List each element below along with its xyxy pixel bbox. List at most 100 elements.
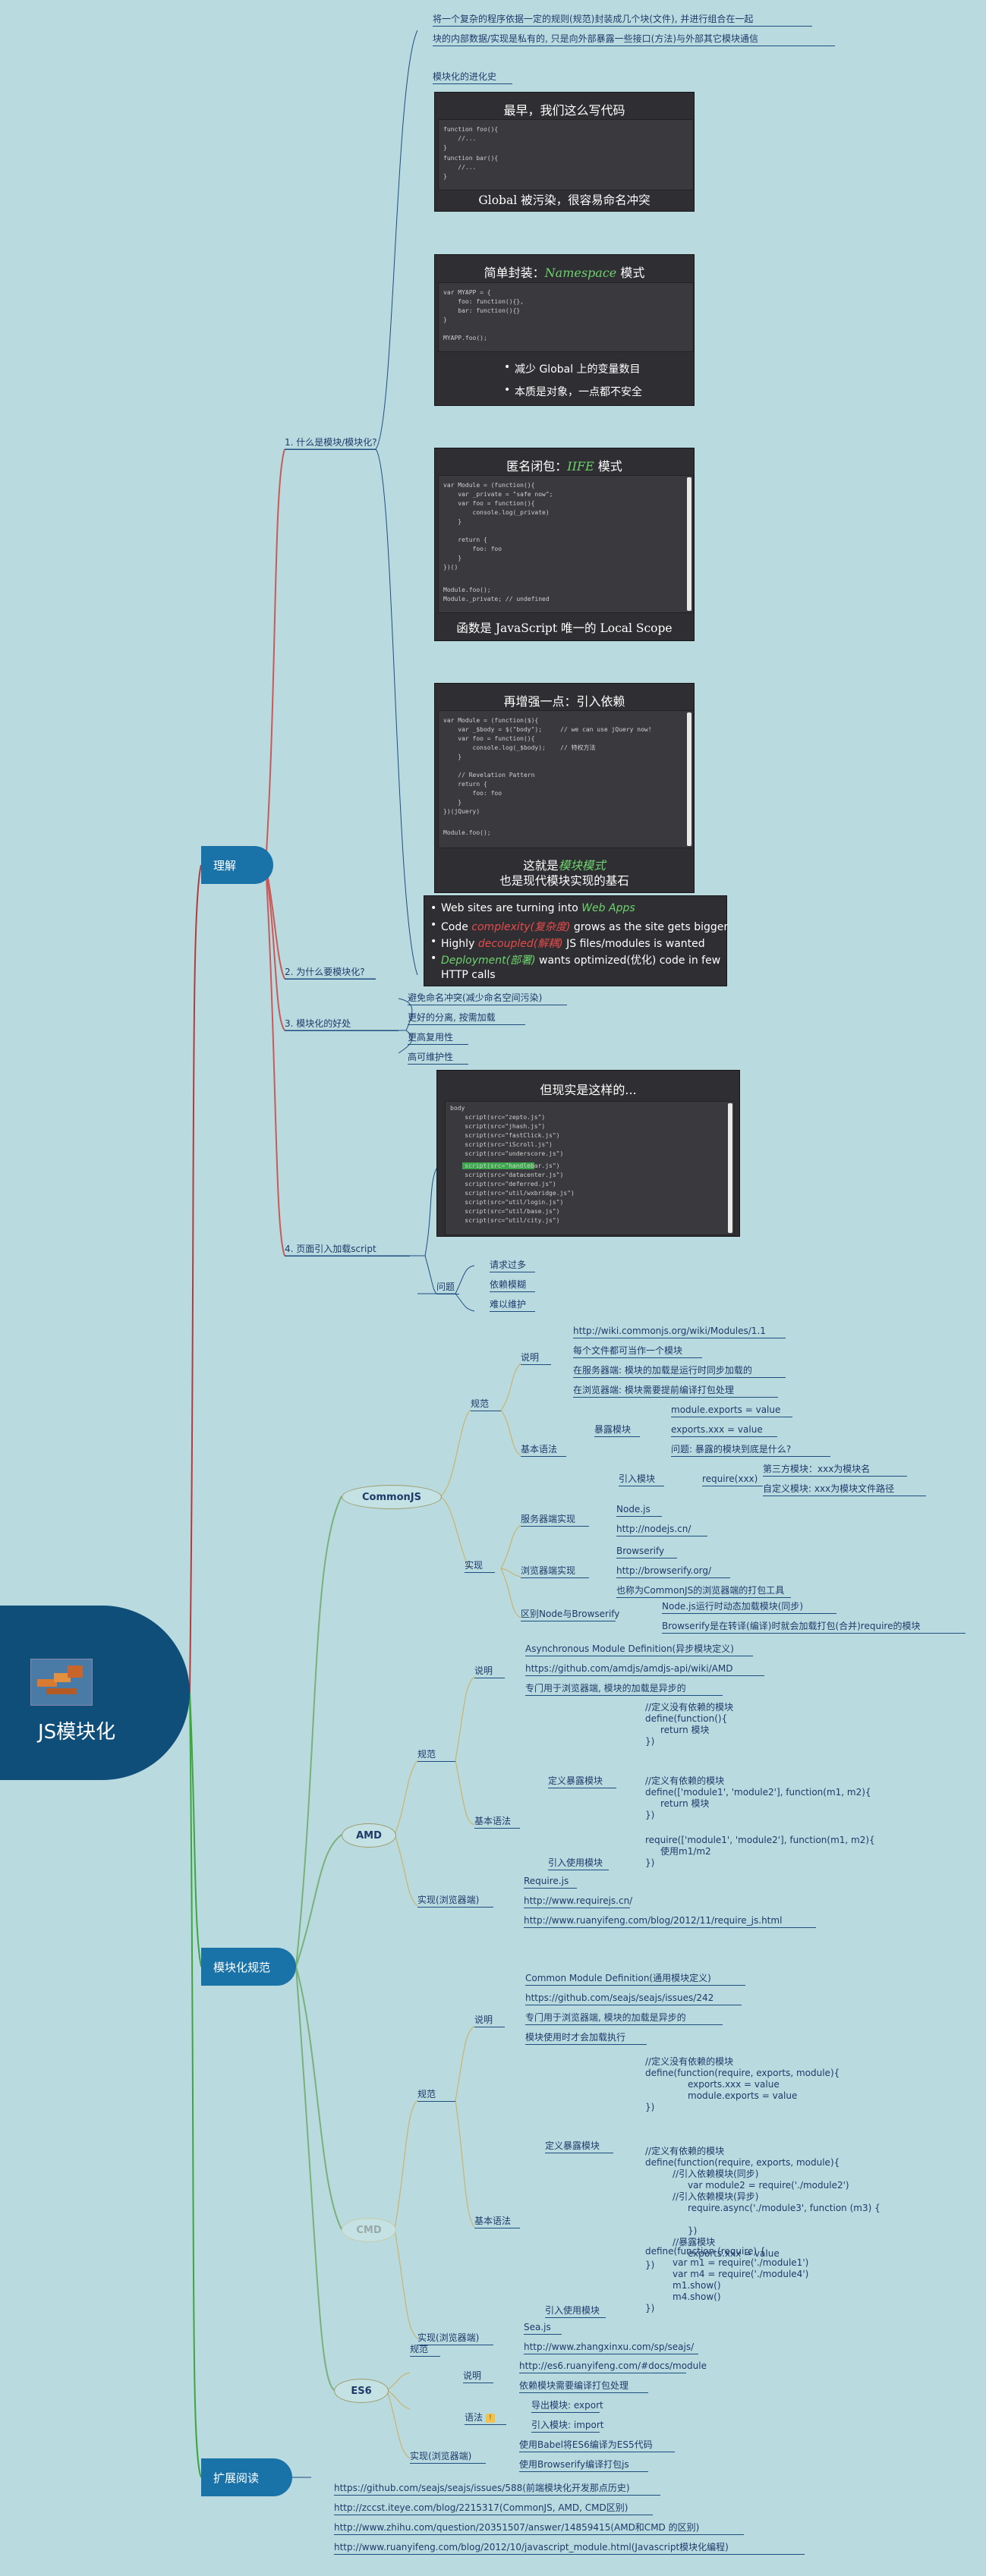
code-line: // Revelation Pattern bbox=[443, 772, 535, 778]
card-global-code: 最早，我们这么写代码 function foo(){ //... } funct… bbox=[434, 92, 695, 212]
cmd-impl-item[interactable]: http://www.zhangxinxu.com/sp/seajs/ bbox=[524, 2342, 698, 2354]
cmd-use-code: define(function (require) { var m1 = req… bbox=[645, 2246, 808, 2314]
code-line: return { bbox=[443, 781, 487, 788]
commonjs-impl[interactable]: 实现 bbox=[465, 1560, 495, 1573]
node-es6[interactable]: ES6 bbox=[334, 2379, 389, 2403]
branch-reading[interactable]: 扩展阅读 bbox=[201, 2458, 292, 2496]
card4-caption2: 也是现代模块实现的基石 bbox=[499, 874, 629, 888]
cmd-desc-item[interactable]: https://github.com/seajs/seajs/issues/24… bbox=[525, 1993, 742, 2005]
code-line: } bbox=[443, 753, 462, 760]
commonjs-diff-item: Browserify是在转译(编译)时就会加载打包(合并)require的模块 bbox=[662, 1621, 966, 1634]
amd-desc[interactable]: 说明 bbox=[474, 1665, 505, 1678]
code-line: var module2 = require('./module2') bbox=[688, 2180, 849, 2191]
cmd-define-code1: //定义没有依赖的模块 define(function(require, exp… bbox=[645, 2056, 840, 2113]
node-page-script[interactable]: 4. 页面引入加载script bbox=[285, 1244, 410, 1257]
code-line: m1.show() bbox=[673, 2280, 721, 2291]
cmd-desc[interactable]: 说明 bbox=[474, 2015, 505, 2027]
amd-impl-item[interactable]: http://www.requirejs.cn/ bbox=[524, 1895, 632, 1908]
cmd-use[interactable]: 引入使用模块 bbox=[545, 2305, 606, 2318]
code-line: } bbox=[443, 144, 447, 151]
commonjs-expose-item: 问题: 暴露的模块到底是什么? bbox=[671, 1444, 830, 1457]
card3-caption: 函数是 JavaScript 唯一的 Local Scope bbox=[456, 621, 673, 635]
commonjs-desc-item[interactable]: http://wiki.commonjs.org/wiki/Modules/1.… bbox=[573, 1326, 786, 1338]
code-line: function bar(){ bbox=[443, 155, 499, 162]
card5-continuation: HTTP calls bbox=[441, 969, 496, 981]
code-line: define(function(require, exports, module… bbox=[645, 2157, 840, 2168]
reading-link[interactable]: http://www.zhihu.com/question/20351507/a… bbox=[334, 2522, 744, 2535]
es6-impl-item: 使用Babel将ES6编译为ES5代码 bbox=[519, 2439, 675, 2452]
cmd-desc-item: 专门用于浏览器端, 模块的加载是异步的 bbox=[525, 2012, 723, 2025]
node-cmd[interactable]: CMD bbox=[342, 2218, 396, 2242]
amd-define[interactable]: 定义暴露模块 bbox=[548, 1776, 616, 1788]
card5-bullet: Highly decoupled(解耦) JS files/modules is… bbox=[430, 936, 705, 951]
amd-syntax[interactable]: 基本语法 bbox=[474, 1816, 520, 1829]
reading-link[interactable]: https://github.com/seajs/seajs/issues/58… bbox=[334, 2483, 660, 2496]
code-scrollbar[interactable] bbox=[687, 712, 691, 846]
commonjs-server-item[interactable]: http://nodejs.cn/ bbox=[616, 1524, 707, 1536]
code-line: MYAPP.foo(); bbox=[443, 335, 487, 341]
problem-item: 依赖模糊 bbox=[490, 1279, 535, 1292]
code-highlight bbox=[462, 1162, 534, 1169]
node-problem[interactable]: 问题 bbox=[436, 1282, 459, 1294]
amd-use[interactable]: 引入使用模块 bbox=[548, 1857, 609, 1870]
code-line: var Module = (function($){ bbox=[443, 717, 539, 724]
es6-spec[interactable]: 规范 bbox=[410, 2344, 440, 2357]
code-line: var _private = "safe now"; bbox=[443, 491, 553, 498]
code-line: script(src="handlebar.js") bbox=[450, 1162, 560, 1169]
branch-spec[interactable]: 模块化规范 bbox=[201, 1948, 296, 1986]
commonjs-server-item: Node.js bbox=[616, 1504, 662, 1517]
code-line: define(['module1', 'module2'], function(… bbox=[645, 1787, 871, 1798]
card3-title-suffix: 模式 bbox=[594, 459, 622, 473]
code-scrollbar[interactable] bbox=[687, 477, 691, 611]
reading-link[interactable]: http://www.ruanyifeng.com/blog/2012/10/j… bbox=[334, 2542, 805, 2555]
code-line: script(src="util/wxbridge.js") bbox=[450, 1190, 575, 1197]
commonjs-import[interactable]: 引入模块 bbox=[619, 1474, 664, 1486]
commonjs-require: require(xxx) bbox=[702, 1474, 763, 1486]
cmd-impl[interactable]: 实现(浏览器端) bbox=[417, 2332, 493, 2345]
node-what-is-module[interactable]: 1. 什么是模块/模块化? bbox=[285, 437, 377, 450]
card5-text: JS files/modules is wanted bbox=[562, 938, 705, 950]
cmd-define[interactable]: 定义暴露模块 bbox=[545, 2140, 613, 2153]
code-line: }) bbox=[645, 1857, 655, 1868]
node-commonjs[interactable]: CommonJS bbox=[342, 1485, 442, 1509]
problem-item: 请求过多 bbox=[490, 1260, 535, 1272]
code-line: //... bbox=[443, 164, 477, 171]
commonjs-browser[interactable]: 浏览器端实现 bbox=[521, 1565, 589, 1578]
amd-desc-item[interactable]: https://github.com/amdjs/amdjs-api/wiki/… bbox=[525, 1663, 764, 1676]
reading-link[interactable]: http://zccst.iteye.com/blog/2215317(Comm… bbox=[334, 2502, 653, 2515]
cmd-define-code2: //定义有依赖的模块 define(function(require, expo… bbox=[645, 2146, 880, 2271]
code-scrollbar[interactable] bbox=[728, 1103, 732, 1233]
amd-spec[interactable]: 规范 bbox=[417, 1749, 455, 1762]
code-line: bar: function(){} bbox=[443, 307, 521, 314]
code-line: console.log(_$body); // 特权方法 bbox=[443, 744, 596, 751]
cmd-spec[interactable]: 规范 bbox=[417, 2089, 455, 2102]
card1-title: 最早，我们这么写代码 bbox=[503, 103, 625, 118]
es6-desc-item: 依赖模块需要编译打包处理 bbox=[519, 2380, 648, 2393]
es6-desc-item[interactable]: http://es6.ruanyifeng.com/#docs/module bbox=[519, 2361, 707, 2373]
code-line: define(function (require) { bbox=[645, 2246, 766, 2257]
code-line: var _$body = $("body"); // we can use jQ… bbox=[443, 726, 652, 733]
amd-impl[interactable]: 实现(浏览器端) bbox=[417, 1895, 493, 1908]
commonjs-desc[interactable]: 说明 bbox=[521, 1352, 551, 1365]
cmd-syntax[interactable]: 基本语法 bbox=[474, 2216, 520, 2228]
code-line: //引入依赖模块(同步) bbox=[673, 2169, 759, 2179]
commonjs-browser-item[interactable]: http://browserify.org/ bbox=[616, 1565, 730, 1578]
code-line: Module.foo(); bbox=[443, 829, 491, 836]
es6-impl[interactable]: 实现(浏览器端) bbox=[410, 2451, 486, 2464]
card-namespace: 简单封装：Namespace 模式 var MYAPP = { foo: fun… bbox=[434, 254, 695, 406]
intro-history: 模块化的进化史 bbox=[433, 71, 512, 84]
es6-desc[interactable]: 说明 bbox=[463, 2370, 493, 2383]
commonjs-syntax[interactable]: 基本语法 bbox=[521, 1444, 566, 1457]
node-why-module[interactable]: 2. 为什么要模块化? bbox=[285, 967, 376, 980]
commonjs-spec[interactable]: 规范 bbox=[471, 1398, 501, 1411]
card2-code: var MYAPP = { foo: function(){}, bar: fu… bbox=[438, 282, 694, 352]
es6-syntax[interactable]: 语法 ! bbox=[465, 2412, 506, 2425]
node-amd[interactable]: AMD bbox=[342, 1823, 396, 1848]
amd-impl-item[interactable]: http://www.ruanyifeng.com/blog/2012/11/r… bbox=[524, 1915, 816, 1928]
branch-understand[interactable]: 理解 bbox=[201, 846, 273, 884]
commonjs-server[interactable]: 服务器端实现 bbox=[521, 1514, 589, 1527]
card2-title-em: Namespace bbox=[544, 266, 617, 280]
node-module-benefits[interactable]: 3. 模块化的好处 bbox=[285, 1018, 398, 1031]
commonjs-expose[interactable]: 暴露模块 bbox=[594, 1424, 640, 1437]
commonjs-diff[interactable]: 区别Node与Browserify bbox=[521, 1609, 619, 1621]
